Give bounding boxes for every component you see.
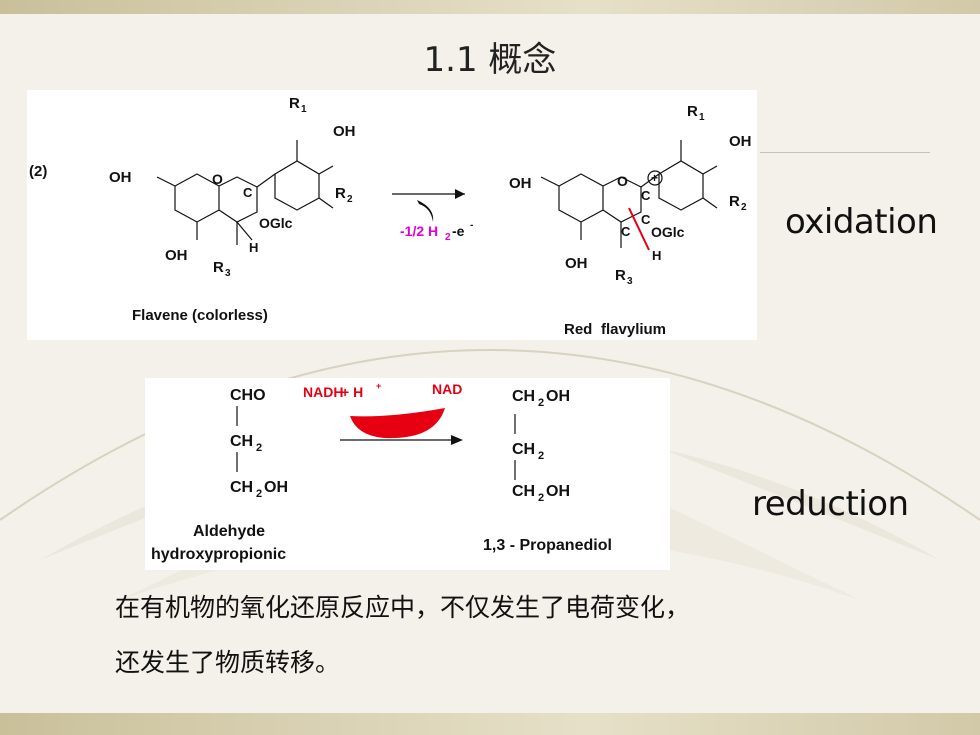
arrow-label-electron: -e [452,223,465,239]
oxidation-structure-diagram: (2) OH OH OH O C OGlc H R 1 R 2 R 3 -1/2… [29,95,752,338]
oglc-label: OGlc [651,224,685,240]
reagent-nad: NAD [432,381,462,397]
arrow-label-superscript: - [470,220,473,231]
oglc-label: OGlc [259,215,293,231]
r3-subscript: 3 [627,276,633,287]
oh-label: OH [165,247,188,264]
product-formula-line: CH [512,388,535,405]
reactant-name: hydroxypropionic [151,546,286,563]
r3-subscript: 3 [225,268,231,279]
formula-tail: OH [546,388,570,405]
reduction-structure-diagram: CHO CH 2 CH 2 OH NADH + H + NAD CH 2 OH … [151,381,612,563]
oxidation-label: oxidation [785,202,938,242]
oh-label: OH [509,175,532,192]
body-text-line-2: 还发生了物质转移。 [115,648,341,677]
scheme-number: (2) [29,163,47,180]
oh-label: OH [109,169,132,186]
oxygen-label: O [212,171,223,187]
oh-label: OH [333,123,356,140]
top-decor-bar [0,0,980,14]
reactant-formula-line: CHO [230,387,266,404]
arrow-label-subscript: 2 [445,232,451,243]
product-name: 1,3 - Propanediol [483,537,612,554]
r1-subscript: 1 [699,112,705,123]
oh-label: OH [565,255,588,272]
reactant-formula-line: CH [230,479,253,496]
carbon-label: C [243,185,253,200]
product-name: flavylium [601,321,666,338]
formula-subscript: 2 [538,492,544,504]
carbon-label: C [641,188,651,203]
h-label: H [652,248,661,263]
oh-label: OH [729,133,752,150]
plus-charge-label: + [651,171,658,185]
product-name-prefix: Red [564,321,592,338]
carbon-label: C [641,212,651,227]
r2-subscript: 2 [741,202,747,213]
oxygen-label: O [617,173,628,189]
formula-tail: OH [264,479,288,496]
r3-label: R [213,259,224,276]
slide-title: 1.1 概念 [423,40,557,80]
reduction-scheme-panel: CHO CH 2 CH 2 OH NADH + H + NAD CH 2 OH … [145,378,670,570]
oxidation-scheme-panel: (2) OH OH OH O C OGlc H R 1 R 2 R 3 -1/2… [27,90,757,340]
reactant-name: Aldehyde [193,523,265,540]
formula-subscript: 2 [256,442,262,454]
reduction-label: reduction [752,484,909,524]
formula-subscript: 2 [538,397,544,409]
carbon-label: C [621,224,631,239]
r3-label: R [615,267,626,284]
reagent-superscript: + [376,381,381,391]
product-formula-line: CH [512,483,535,500]
decor-line [760,152,930,153]
body-text-line-1: 在有机物的氧化还原反应中，不仅发生了电荷变化， [115,593,691,622]
reactant-formula-line: CH [230,433,253,450]
reactant-name: Flavene (colorless) [132,307,268,324]
formula-subscript: 2 [538,450,544,462]
r2-label: R [335,185,346,202]
r1-label: R [289,95,300,112]
h-label: H [249,240,258,255]
formula-tail: OH [546,483,570,500]
bottom-decor-bar [0,713,980,735]
product-formula-line: CH [512,441,535,458]
r2-label: R [729,193,740,210]
r2-subscript: 2 [347,194,353,205]
reagent-proton: + H [341,384,363,400]
reagent-nadh: NADH [303,384,343,400]
r1-label: R [687,103,698,120]
r1-subscript: 1 [301,104,307,115]
arrow-label: -1/2 H [400,223,438,239]
formula-subscript: 2 [256,488,262,500]
